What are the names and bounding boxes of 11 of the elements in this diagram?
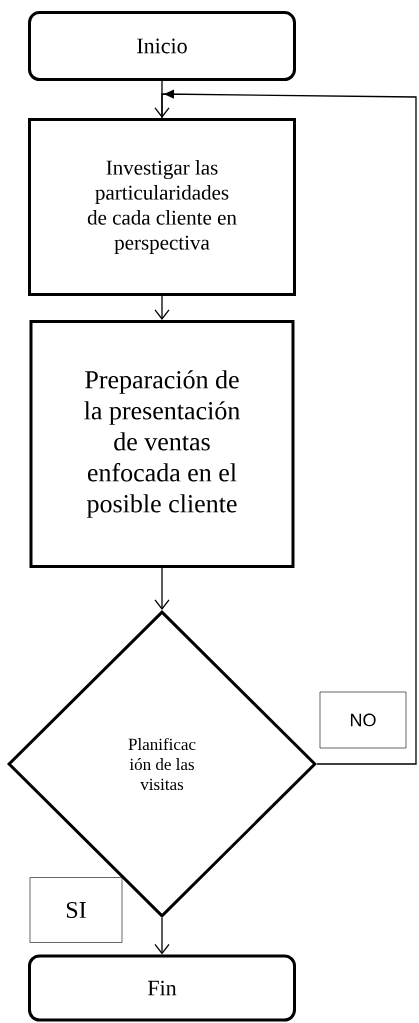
arrow [154, 567, 170, 610]
arrow [161, 89, 417, 765]
terminal-box: Fin [28, 954, 296, 1022]
arrow [154, 295, 170, 320]
terminal-box: Inicio [28, 11, 296, 81]
edge-label: NO [319, 691, 407, 749]
edge-label: SI [29, 877, 123, 943]
arrow [154, 917, 170, 955]
arrow [154, 80, 170, 118]
process-box: Preparación de la presentación de ventas enfocada en el posible cliente [29, 320, 295, 568]
process-box: Investigar las particularidades de cada cliente en perspectiva [28, 118, 296, 296]
